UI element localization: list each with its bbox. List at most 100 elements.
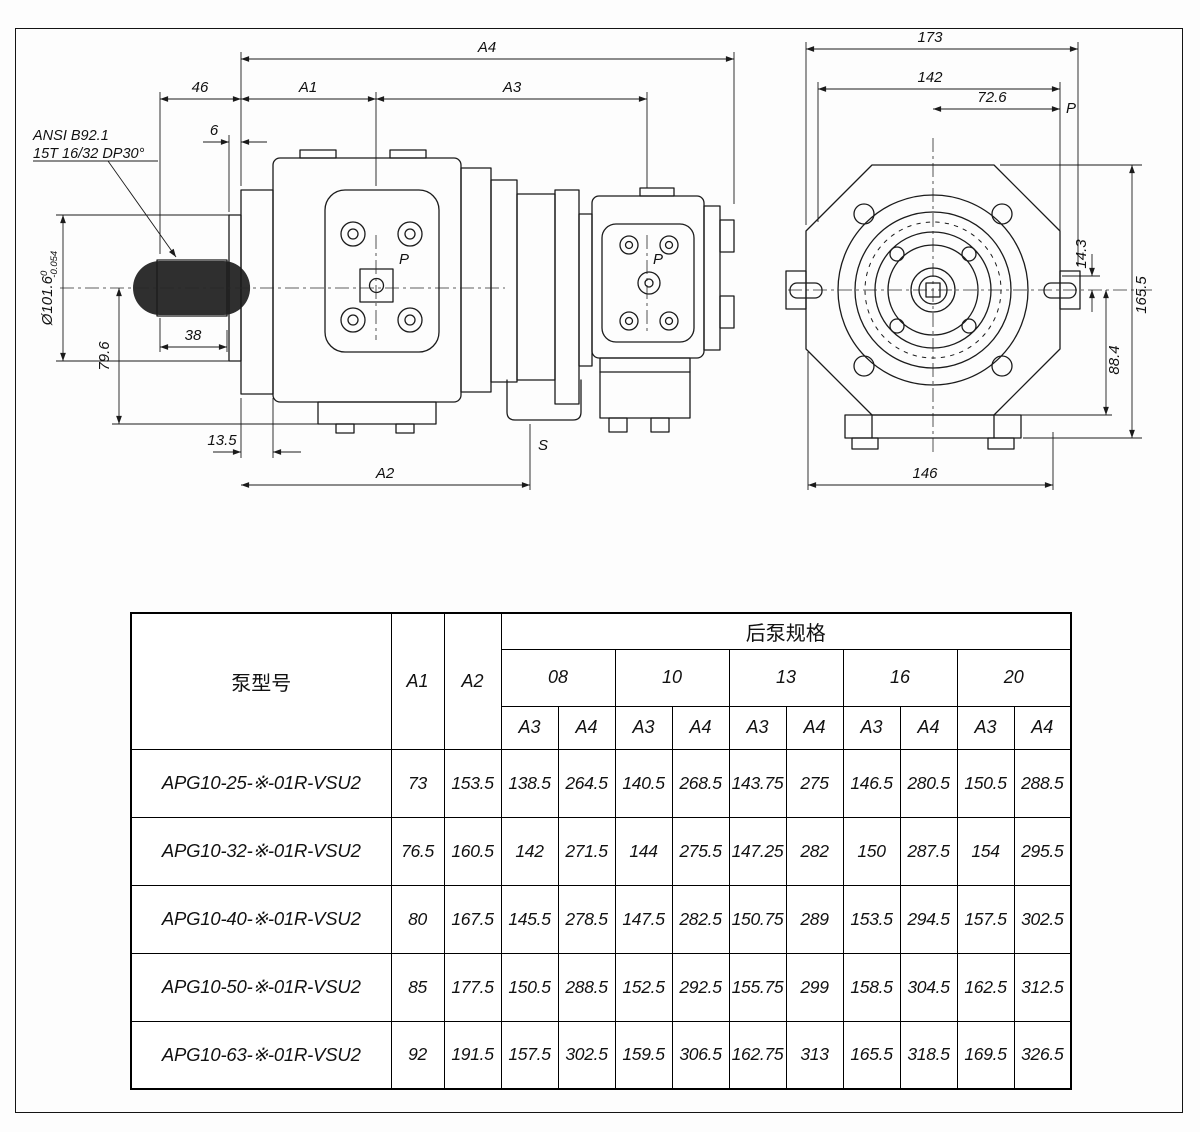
dim-cell: 150.5 [956,748,1015,818]
size-header-08: 08 [500,648,616,707]
dim-cell: 145.5 [500,884,559,954]
dim-cell: 302.5 [1013,884,1072,954]
dim-cell: 80 [390,884,445,954]
front-view-dimensions [805,42,1142,490]
port-s-label: S [538,437,548,454]
dim-79-6-label: 79.6 [96,341,113,371]
front-view-geometry [785,164,1081,450]
dim-6-label: 6 [210,122,219,139]
dim-cell: 288.5 [557,952,616,1022]
sub-header-a3: A3 [500,705,559,750]
dim-cell: 147.25 [728,816,787,886]
dim-cell: 152.5 [614,952,673,1022]
dim-cell: 144 [614,816,673,886]
model-cell: APG10-63-※-01R-VSU2 [130,1020,392,1090]
dim-cell: 165.5 [842,1020,901,1090]
dim-cell: 162.75 [728,1020,787,1090]
size-header-13: 13 [728,648,844,707]
dim-13-5-label: 13.5 [207,432,237,449]
spec-table: 泵型号 A1 A2 后泵规格 08 10 13 16 20 A3 A4 A3 A… [130,612,1072,1090]
table-row: APG10-50-※-01R-VSU2 85 177.5 150.5 288.5… [130,952,1072,1022]
drawing-labels: A4 46 A1 A3 6 ANSI B92.1 15T 16/32 DP30°… [32,29,1150,482]
dim-cell: 140.5 [614,748,673,818]
dim-a2-label: A2 [375,465,395,482]
dim-46-label: 46 [192,79,209,96]
dim-cell: 150.5 [500,952,559,1022]
dim-38-label: 38 [185,327,202,344]
dim-cell: 146.5 [842,748,901,818]
spline-note-line2: 15T 16/32 DP30° [33,146,145,162]
sub-header-a4: A4 [1013,705,1072,750]
side-view-dimensions [33,52,735,490]
dim-cell: 191.5 [443,1020,502,1090]
dim-cell: 162.5 [956,952,1015,1022]
dim-cell: 138.5 [500,748,559,818]
dim-cell: 304.5 [899,952,958,1022]
dim-cell: 280.5 [899,748,958,818]
side-view-geometry [133,149,735,434]
dim-cell: 150.75 [728,884,787,954]
dim-cell: 282 [785,816,844,886]
col-header-model: 泵型号 [130,612,392,750]
dim-cell: 158.5 [842,952,901,1022]
dim-cell: 302.5 [557,1020,616,1090]
dim-88-4-label: 88.4 [1106,345,1123,374]
dim-cell: 288.5 [1013,748,1072,818]
dim-cell: 292.5 [671,952,730,1022]
dim-cell: 295.5 [1013,816,1072,886]
dim-cell: 318.5 [899,1020,958,1090]
table-row: APG10-25-※-01R-VSU2 73 153.5 138.5 264.5… [130,748,1072,818]
sub-header-a4: A4 [671,705,730,750]
dim-173-label: 173 [917,29,943,46]
dim-a4-label: A4 [477,39,496,56]
port-p-front-label: P [1066,100,1076,117]
dim-cell: 264.5 [557,748,616,818]
dim-cell: 271.5 [557,816,616,886]
sub-header-a3: A3 [842,705,901,750]
dim-cell: 275 [785,748,844,818]
dim-cell: 76.5 [390,816,445,886]
dim-cell: 159.5 [614,1020,673,1090]
model-cell: APG10-40-※-01R-VSU2 [130,884,392,954]
dim-cell: 169.5 [956,1020,1015,1090]
dim-cell: 313 [785,1020,844,1090]
col-header-rear-spec: 后泵规格 [500,612,1072,650]
spline-note-line1: ANSI B92.1 [32,128,109,144]
dim-cell: 142 [500,816,559,886]
model-cell: APG10-32-※-01R-VSU2 [130,816,392,886]
dim-cell: 299 [785,952,844,1022]
dim-cell: 85 [390,952,445,1022]
port-p-rear-label: P [653,251,663,268]
dim-cell: 312.5 [1013,952,1072,1022]
table-row: APG10-40-※-01R-VSU2 80 167.5 145.5 278.5… [130,884,1072,954]
dim-cell: 153.5 [443,748,502,818]
dim-cell: 143.75 [728,748,787,818]
model-cell: APG10-50-※-01R-VSU2 [130,952,392,1022]
dim-cell: 167.5 [443,884,502,954]
dim-cell: 275.5 [671,816,730,886]
dim-cell: 154 [956,816,1015,886]
dim-cell: 278.5 [557,884,616,954]
dim-cell: 153.5 [842,884,901,954]
size-header-16: 16 [842,648,958,707]
sub-header-a4: A4 [899,705,958,750]
sheet-frame [15,28,1183,1113]
dim-cell: 157.5 [956,884,1015,954]
size-header-20: 20 [956,648,1072,707]
dim-cell: 160.5 [443,816,502,886]
sub-header-a3: A3 [728,705,787,750]
size-header-10: 10 [614,648,730,707]
sub-header-a4: A4 [785,705,844,750]
dim-72-6-label: 72.6 [977,89,1007,106]
dim-cell: 282.5 [671,884,730,954]
dim-cell: 157.5 [500,1020,559,1090]
dim-cell: 326.5 [1013,1020,1072,1090]
dim-a1-label: A1 [298,79,317,96]
dim-cell: 92 [390,1020,445,1090]
dim-cell: 289 [785,884,844,954]
table-row: APG10-63-※-01R-VSU2 92 191.5 157.5 302.5… [130,1020,1072,1090]
model-cell: APG10-25-※-01R-VSU2 [130,748,392,818]
dim-cell: 306.5 [671,1020,730,1090]
dim-146-label: 146 [912,465,938,482]
dim-165-5-label: 165.5 [1133,276,1150,314]
